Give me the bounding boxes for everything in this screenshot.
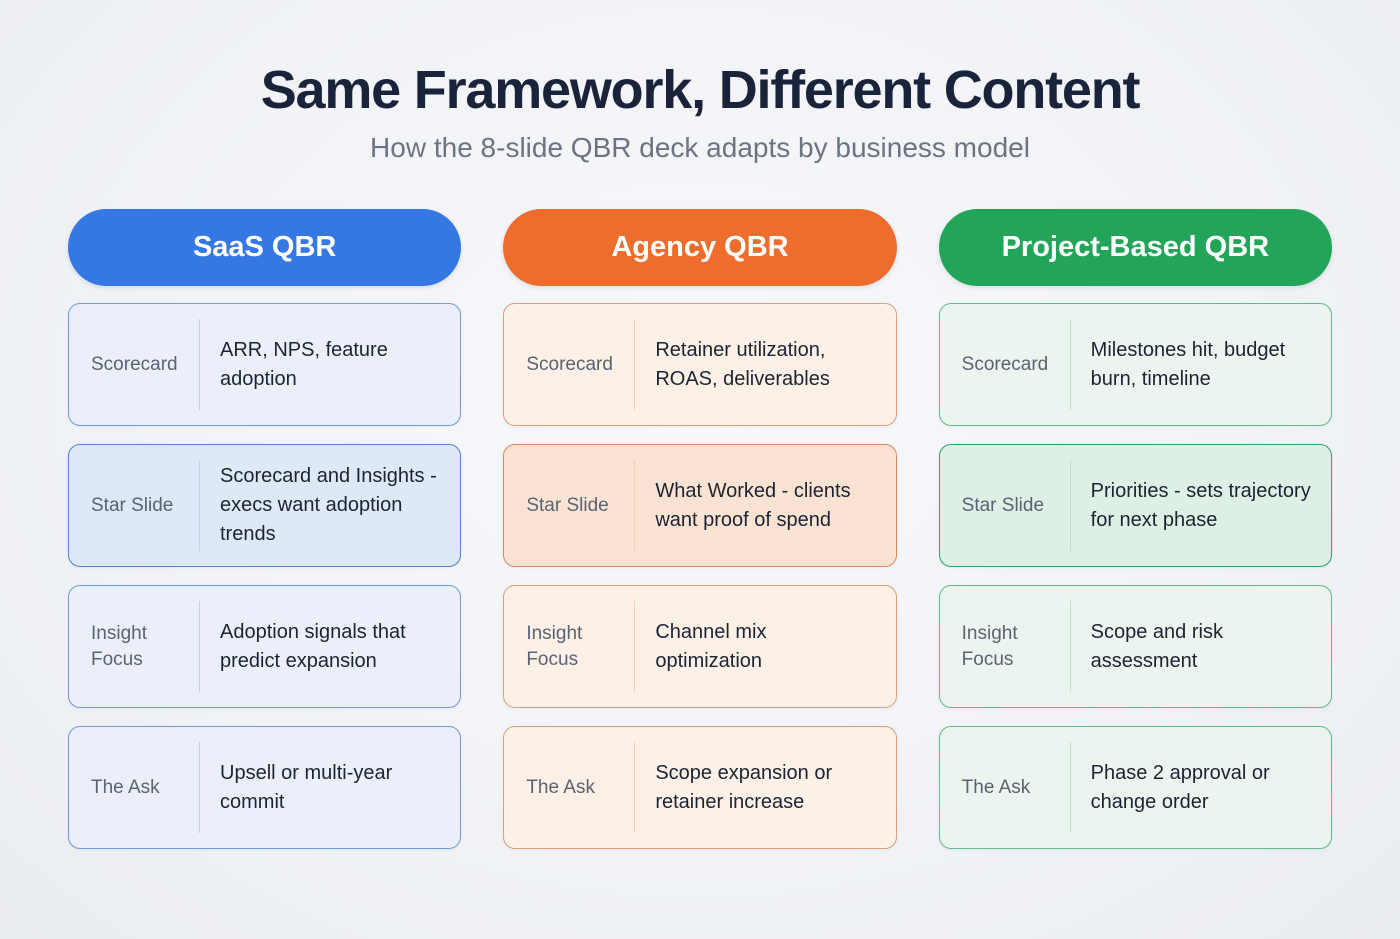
card-description: Adoption signals that predict expansion — [220, 620, 406, 672]
column-header-saas: SaaS QBR — [68, 209, 462, 287]
card-divider — [1069, 742, 1071, 834]
card-label-insight-focus: Insight Focus — [961, 623, 1018, 670]
card-label-scorecard: Scorecard — [91, 354, 178, 376]
column-header-agency: Agency QBR — [503, 209, 897, 287]
card-divider — [634, 601, 636, 693]
page-title: Same Framework, Different Content — [260, 60, 1141, 120]
card-label-scorecard: Scorecard — [961, 354, 1049, 376]
card-divider — [1069, 601, 1071, 693]
card-description: Phase 2 approval or change order — [1090, 761, 1270, 813]
card-label-the-ask: The Ask — [961, 777, 1031, 799]
card-label-insight-focus: Insight Focus — [91, 623, 147, 670]
card-divider — [634, 742, 636, 834]
card-label-the-ask: The Ask — [526, 777, 595, 799]
card-divider — [1069, 319, 1071, 411]
card-description: ARR, NPS, feature adoption — [220, 338, 388, 390]
card-saas-the-ask: The Ask Upsell or multi-year commit — [68, 726, 462, 850]
card-description: Priorities - sets trajectory for next ph… — [1090, 479, 1311, 531]
card-divider — [199, 601, 200, 693]
card-divider — [634, 319, 636, 411]
card-description: Channel mix optimization — [655, 620, 767, 672]
page-subtitle: How the 8-slide QBR deck adapts by busin… — [370, 132, 1030, 164]
card-label-the-ask: The Ask — [91, 777, 160, 799]
card-description: Scope expansion or retainer increase — [655, 761, 833, 813]
card-divider — [634, 460, 636, 552]
card-description: Scope and risk assessment — [1090, 620, 1223, 672]
card-label-star-slide: Star Slide — [961, 495, 1045, 517]
card-divider — [199, 460, 200, 552]
card-label-scorecard: Scorecard — [526, 354, 613, 376]
card-description: Scorecard and Insights - execs want adop… — [220, 465, 437, 546]
card-project-star-slide: Star Slide Priorities - sets trajectory … — [938, 444, 1332, 568]
card-description: Retainer utilization, ROAS, deliverables — [655, 338, 830, 390]
columns-grid: SaaS QBR Scorecard ARR, NPS, feature ado… — [0, 209, 1400, 850]
card-label-star-slide: Star Slide — [526, 495, 609, 517]
card-label-star-slide: Star Slide — [91, 495, 174, 517]
card-divider — [199, 319, 200, 411]
card-agency-the-ask: The Ask Scope expansion or retainer incr… — [503, 726, 897, 850]
column-project-based-qbr: Project-Based QBR Scorecard Milestones h… — [938, 209, 1332, 850]
card-description: Upsell or multi-year commit — [220, 761, 393, 813]
column-header-project-based: Project-Based QBR — [938, 209, 1332, 287]
card-project-the-ask: The Ask Phase 2 approval or change order — [938, 726, 1332, 850]
card-saas-insight-focus: Insight Focus Adoption signals that pred… — [68, 585, 462, 709]
card-agency-star-slide: Star Slide What Worked - clients want pr… — [503, 444, 897, 568]
card-description: Milestones hit, budget burn, timeline — [1090, 338, 1286, 390]
card-divider — [199, 742, 200, 834]
column-agency-qbr: Agency QBR Scorecard Retainer utilizatio… — [503, 209, 897, 850]
card-project-insight-focus: Insight Focus Scope and risk assessment — [938, 585, 1332, 709]
card-label-insight-focus: Insight Focus — [526, 623, 583, 670]
card-saas-scorecard: Scorecard ARR, NPS, feature adoption — [68, 303, 462, 427]
column-saas-qbr: SaaS QBR Scorecard ARR, NPS, feature ado… — [68, 209, 462, 850]
card-project-scorecard: Scorecard Milestones hit, budget burn, t… — [938, 303, 1332, 427]
card-divider — [1069, 460, 1071, 552]
card-description: What Worked - clients want proof of spen… — [655, 479, 851, 531]
card-agency-insight-focus: Insight Focus Channel mix optimization — [503, 585, 897, 709]
card-saas-star-slide: Star Slide Scorecard and Insights - exec… — [68, 444, 462, 568]
card-agency-scorecard: Scorecard Retainer utilization, ROAS, de… — [503, 303, 897, 427]
